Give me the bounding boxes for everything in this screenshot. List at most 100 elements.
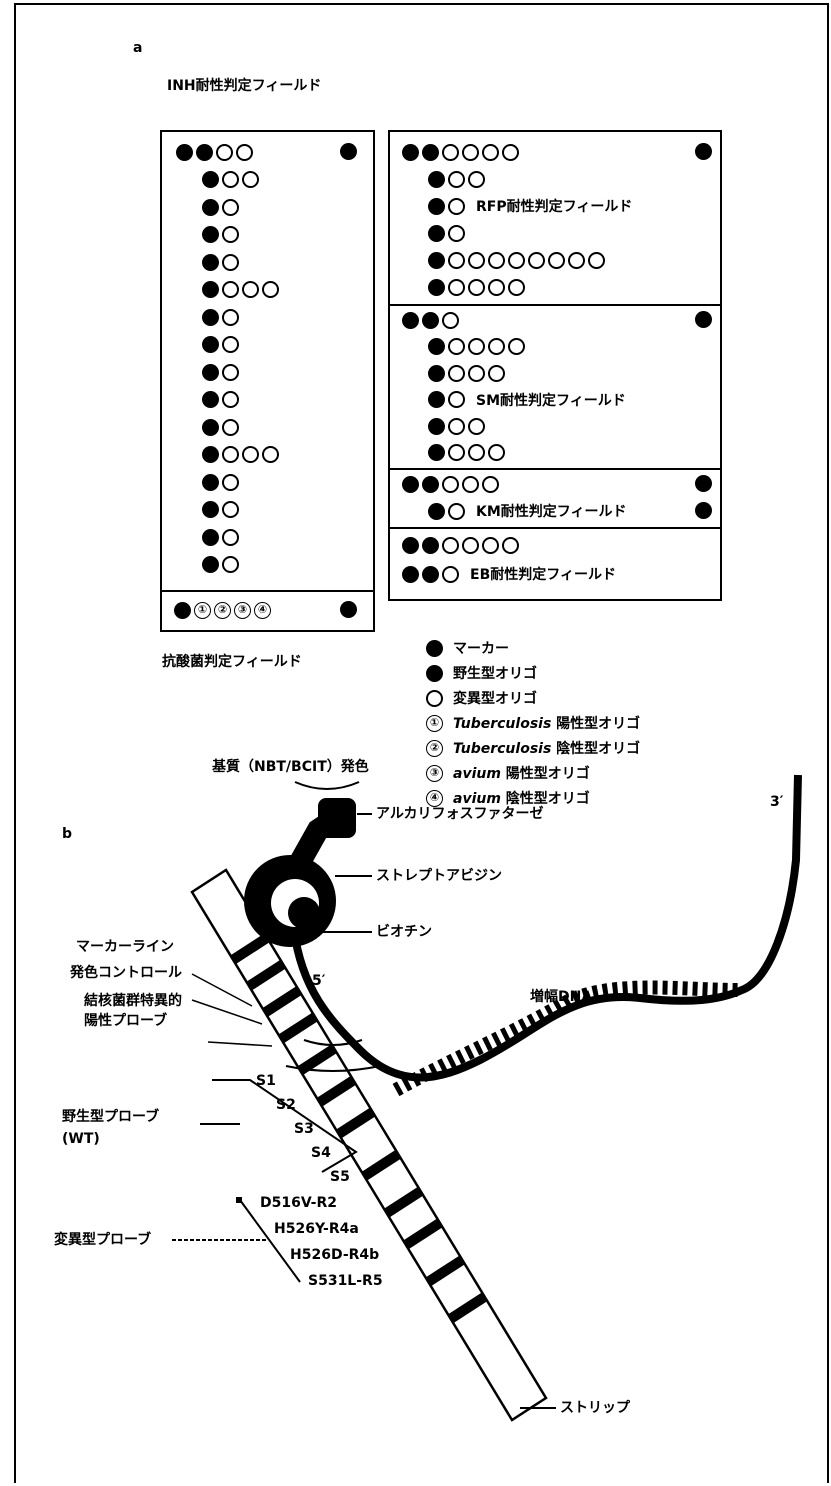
mutant-oligo-dot	[442, 311, 459, 329]
inh-row	[202, 445, 279, 465]
wild-type-oligo-dot	[202, 501, 219, 518]
mutant-oligo-dot	[448, 224, 465, 242]
inh-field-label: INH耐性判定フィールド	[167, 78, 322, 94]
wild-type-oligo-dot	[422, 143, 439, 161]
mutant-oligo-dot	[588, 251, 605, 269]
sm-row	[428, 337, 525, 357]
mutant-oligo-dot	[222, 391, 239, 408]
inh-row	[202, 390, 239, 410]
legend-item: ① Tuberculosis 陽性型オリゴ	[426, 713, 640, 733]
mutant-oligo-dot	[442, 565, 459, 583]
wild-type-oligo-dot	[196, 143, 213, 161]
wt-bracket	[212, 1079, 358, 1173]
inh-row	[202, 307, 239, 327]
wild-type-oligo-dot	[202, 253, 219, 271]
mutant-oligo-dot	[468, 278, 485, 296]
afb-oligo-3: ③	[234, 601, 251, 619]
mutant-oligo-dot	[468, 338, 485, 355]
legend-symbol: ③	[426, 764, 443, 782]
afb-field-box	[160, 590, 375, 632]
inh-row	[202, 500, 239, 520]
mutant-oligo-dot	[448, 251, 465, 269]
legend-text: Tuberculosis 陰性型オリゴ	[453, 741, 641, 757]
inh-row	[202, 225, 239, 245]
mutant-oligo-dot	[528, 251, 545, 269]
mutant-oligo-dot	[222, 198, 239, 216]
strip-band	[336, 1107, 375, 1139]
inh-row	[202, 362, 239, 382]
marker-dot	[174, 601, 191, 619]
afb-oligo-1: ①	[194, 601, 211, 619]
mutant-oligo-dot	[448, 391, 465, 408]
streptavidin-label: ストレプトアビジン	[376, 868, 502, 884]
rfp-row: RFP耐性判定フィールド	[428, 196, 632, 216]
inh-row	[202, 170, 259, 190]
mutant-oligo-dot	[468, 251, 485, 269]
legend-text: Tuberculosis 陽性型オリゴ	[453, 716, 641, 732]
wild-type-oligo-dot	[202, 473, 219, 491]
color-control-label: 発色コントロール	[70, 965, 182, 981]
tb-probe-label-1: 結核菌群特異的	[84, 993, 182, 1009]
wt-probe-label-2: (WT)	[62, 1131, 100, 1147]
mutant-oligo-dot	[468, 417, 485, 435]
strip-band	[230, 933, 270, 965]
legend-symbol	[426, 664, 443, 682]
wild-type-oligo-dot	[202, 226, 219, 243]
wild-type-oligo-dot	[402, 143, 419, 161]
marker-dot	[695, 475, 712, 492]
wild-type-oligo-dot	[428, 502, 445, 520]
mutant-oligo-dot	[262, 281, 279, 298]
wild-type-oligo-dot	[202, 171, 219, 188]
legend-symbol: ①	[426, 714, 443, 732]
mutant-oligo-dot	[448, 278, 465, 296]
sm-row	[402, 310, 459, 330]
wild-type-oligo-dot	[428, 338, 445, 355]
wild-type-oligo-dot	[422, 475, 439, 493]
inh-row	[202, 527, 239, 547]
wild-type-oligo-dot	[428, 364, 445, 382]
substrate-arc	[294, 781, 360, 790]
panel-b-letter: b	[62, 826, 73, 842]
mutant-oligo-dot	[508, 338, 525, 355]
mutant-oligo-dot	[468, 170, 485, 188]
mutant-oligo-dot	[222, 446, 239, 463]
mutant-oligo-dot	[448, 338, 465, 355]
legend-symbol: ④	[426, 789, 443, 807]
mutant-oligo-dot	[462, 536, 479, 554]
mutant-oligo-dot	[222, 281, 239, 298]
wild-type-oligo-dot	[428, 170, 445, 188]
mutant-oligo-dot	[468, 444, 485, 461]
alkaline-phosphatase	[318, 798, 356, 838]
legend-symbol	[426, 689, 443, 707]
strip-bands	[230, 933, 487, 1324]
divider	[388, 304, 722, 306]
mutant-oligo-dot	[448, 444, 465, 461]
mutant-oligo-dot	[502, 536, 519, 554]
mutant-oligo-dot	[448, 417, 465, 435]
inh-row	[202, 335, 239, 355]
wt-probe-s3: S3	[294, 1121, 314, 1137]
mut-probe-label: 変異型プローブ	[54, 1232, 152, 1248]
substrate-label: 基質（NBT/BCIT）発色	[212, 759, 369, 775]
rfp-row	[428, 250, 605, 270]
wild-type-oligo-dot	[428, 444, 445, 461]
marker-dot	[340, 601, 357, 618]
wild-type-oligo-dot	[428, 224, 445, 242]
sm-row	[428, 443, 505, 463]
legend-text: 野生型オリゴ	[453, 666, 537, 682]
amplified-dna-hybrid	[392, 980, 741, 1097]
mutant-oligo-dot	[216, 143, 233, 161]
wild-type-oligo-dot	[202, 308, 219, 326]
rfp-row	[402, 142, 519, 162]
legend-item: 野生型オリゴ	[426, 663, 537, 683]
wild-type-oligo-dot	[428, 278, 445, 296]
strip-band	[278, 1012, 318, 1044]
inh-row	[202, 555, 239, 575]
mutant-oligo-dot	[448, 170, 465, 188]
mutant-oligo-dot	[222, 418, 239, 436]
marker-dot	[695, 502, 712, 519]
field-label: KM耐性判定フィールド	[476, 504, 627, 520]
wild-type-oligo-dot	[176, 143, 193, 161]
mutant-oligo-dot	[262, 446, 279, 463]
